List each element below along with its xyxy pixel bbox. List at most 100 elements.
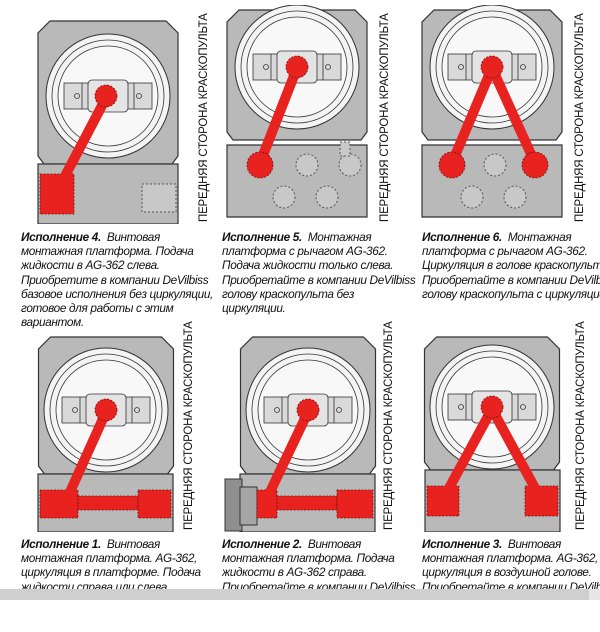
caption-line: жидкости в AG-362 справа. <box>222 565 367 580</box>
port-hole <box>272 185 296 209</box>
caption-line: Винтовая <box>106 230 160 244</box>
port-hole <box>483 153 507 177</box>
fluid-path <box>443 406 497 493</box>
fluid-path <box>59 95 111 181</box>
screw-icon <box>520 64 526 70</box>
side-fitting-nut <box>239 486 258 526</box>
screw-icon <box>520 404 526 410</box>
unused-port <box>141 183 177 213</box>
caption-line: циркуляция в платформе. Подача <box>21 565 201 580</box>
middle-ring <box>435 350 549 464</box>
fluid-path <box>255 66 302 165</box>
front-side-label: ПЕРЕДНЯЯ СТОРОНА КРАСКОПУЛЬТА <box>379 13 391 222</box>
fluid-chamber <box>336 489 374 519</box>
fluid-chamber <box>524 485 559 517</box>
screw-icon <box>458 404 464 410</box>
fluid-chamber <box>39 173 75 215</box>
middle-ring <box>435 10 549 124</box>
caption-line: голову краскопульта без <box>222 286 355 301</box>
scrollbar-corner <box>589 589 600 600</box>
front-side-label: ПЕРЕДНЯЯ СТОРОНА КРАСКОПУЛЬТА <box>183 321 195 530</box>
fluid-chamber <box>426 485 460 517</box>
caption-line: Приобретайте в компании DeVilbiss <box>222 272 416 287</box>
caption-line: Монтажная <box>307 230 372 244</box>
caption-line: монтажная платформа. Подача <box>222 551 395 566</box>
diagram-variant-5 <box>226 5 368 218</box>
middle-ring <box>240 10 354 124</box>
screw-icon <box>336 407 342 413</box>
caption-line: Винтовая <box>307 537 361 551</box>
caption-line: монтажная платформа. Подача <box>21 244 194 259</box>
middle-ring <box>51 39 165 153</box>
horizontal-scrollbar[interactable] <box>0 589 600 600</box>
panel-variant-1: ПЕРЕДНЯЯ СТОРОНА КРАСКОПУЛЬТА <box>18 321 218 632</box>
caption-line: базовое исполнения без циркуляции, <box>21 286 213 301</box>
caption-line: монтажная платформа. AG-362, <box>21 551 197 566</box>
fluid-chamber <box>276 495 338 511</box>
screw-icon <box>274 407 280 413</box>
panel-variant-6: ПЕРЕДНЯЯ СТОРОНА КРАСКОПУЛЬТА <box>420 5 600 305</box>
caption-line: Подача жидкости только слева. <box>222 258 394 273</box>
fluid-chamber <box>77 495 139 511</box>
port-hole <box>503 185 527 209</box>
fluid-inlet <box>285 55 309 79</box>
fluid-port <box>246 151 274 179</box>
screw-icon <box>325 64 331 70</box>
caption-title: Исполнение 1. <box>21 537 101 551</box>
fluid-port <box>521 151 549 179</box>
fluid-port <box>438 151 466 179</box>
fluid-path <box>265 409 313 495</box>
panel-variant-5: ПЕРЕДНЯЯ СТОРОНА КРАСКОПУЛЬТА <box>222 5 422 305</box>
fluid-inlet <box>94 398 118 422</box>
fluid-inlet <box>480 395 504 419</box>
diagram-variant-2 <box>224 336 377 532</box>
side-fitting <box>224 478 243 532</box>
fluid-path <box>447 66 497 165</box>
caption-line: Монтажная <box>507 230 572 244</box>
fluid-path <box>487 65 540 166</box>
caption-line: Винтовая <box>106 537 160 551</box>
fluid-inlet <box>480 55 504 79</box>
caption-line: готовое для работы с этим <box>21 301 174 316</box>
caption-line: Приобретите в компании DeVilbiss <box>21 272 209 287</box>
port-hole <box>315 185 339 209</box>
screw-icon <box>74 93 80 99</box>
caption-title: Исполнение 6. <box>422 230 502 244</box>
fluid-chamber <box>256 489 278 519</box>
fluid-chamber <box>39 489 79 519</box>
port-hole <box>295 153 319 177</box>
caption-line: платформа с рычагом AG-362. <box>422 244 588 259</box>
front-side-label: ПЕРЕДНЯЯ СТОРОНА КРАСКОПУЛЬТА <box>198 13 210 222</box>
caption-line: Приобретайте в компании DeVilbiss <box>422 272 600 287</box>
middle-ring <box>49 353 163 467</box>
caption-title: Исполнение 2. <box>222 537 302 551</box>
screw-icon <box>263 64 269 70</box>
panel-variant-2: ПЕРЕДНЯЯ СТОРОНА КРАСКОПУЛЬТА <box>220 321 420 632</box>
port-hole <box>460 185 484 209</box>
port-hole <box>338 153 362 177</box>
diagram-variant-4 <box>37 20 179 224</box>
screw-icon <box>134 407 140 413</box>
fluid-path <box>65 409 111 495</box>
fluid-path <box>487 406 541 493</box>
front-side-label: ПЕРЕДНЯЯ СТОРОНА КРАСКОПУЛЬТА <box>574 13 586 222</box>
caption-line: платформа с рычагом AG-362. <box>222 244 388 259</box>
caption-line: жидкости в AG-362 слева. <box>21 258 160 273</box>
diagram-variant-3 <box>423 336 561 532</box>
caption-line: Винтовая <box>507 537 561 551</box>
screw-icon <box>458 64 464 70</box>
diagram-variant-1 <box>37 336 175 532</box>
middle-ring <box>251 353 365 467</box>
caption-title: Исполнение 3. <box>422 537 502 551</box>
panel-variant-3: ПЕРЕДНЯЯ СТОРОНА КРАСКОПУЛЬТА <box>420 321 600 632</box>
fluid-inlet <box>296 398 320 422</box>
fluid-chamber <box>137 489 172 519</box>
